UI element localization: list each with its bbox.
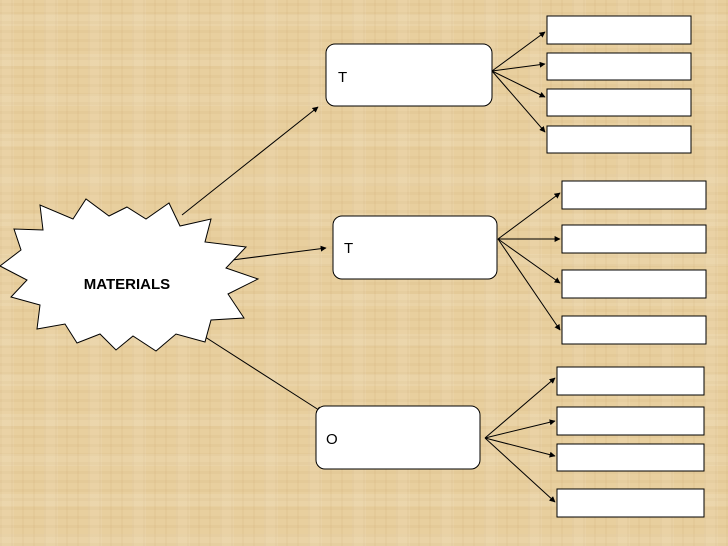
connector-branch-3-leaf-1 xyxy=(484,377,556,439)
leaf-box-3-2 xyxy=(556,406,705,436)
branch-label-1: T xyxy=(338,69,347,86)
branch-node-3: O xyxy=(315,405,481,470)
leaf-box-1-4 xyxy=(546,125,692,154)
connector-branch-1-leaf-1 xyxy=(491,31,546,72)
leaf-box-1-1 xyxy=(546,15,692,45)
center-connectors xyxy=(181,106,327,413)
connector-branch-3-leaf-4 xyxy=(484,437,556,503)
connector-branch-3-leaf-3 xyxy=(484,437,556,458)
leaf-box-1-2 xyxy=(546,52,692,81)
connector-branch-2-leaf-3 xyxy=(497,238,561,284)
leaf-group-2 xyxy=(561,180,707,345)
connector-center-to-branch-1 xyxy=(181,106,319,216)
connector-branch-1-leaf-3 xyxy=(491,70,546,98)
leaf-box-2-4 xyxy=(561,315,707,345)
leaf-box-1-3 xyxy=(546,88,692,117)
branch-label-2: T xyxy=(344,240,353,257)
leaf-box-2-2 xyxy=(561,224,707,254)
connector-center-to-branch-3 xyxy=(187,325,323,413)
connector-branch-2-leaf-4 xyxy=(497,238,561,331)
branch-node-2: T xyxy=(332,215,498,280)
branch-node-1: T xyxy=(325,43,493,107)
leaf-box-3-3 xyxy=(556,443,705,472)
branch-box-1 xyxy=(325,43,493,107)
connector-branch-1-leaf-4 xyxy=(491,70,546,133)
branch-label-3: O xyxy=(326,431,338,448)
leaf-box-3-1 xyxy=(556,366,705,396)
connector-branch-3-leaf-2 xyxy=(484,419,556,439)
branch-box-3 xyxy=(315,405,481,470)
connector-center-to-branch-2 xyxy=(231,245,327,261)
leaf-box-2-3 xyxy=(561,269,707,299)
leaf-box-3-4 xyxy=(556,488,705,518)
connector-branch-1-leaf-2 xyxy=(491,61,546,72)
center-node: MATERIALS xyxy=(0,198,260,352)
leaf-group-3 xyxy=(556,366,705,518)
branch-box-2 xyxy=(332,215,498,280)
connector-branch-2-leaf-1 xyxy=(497,192,561,240)
leaf-box-2-1 xyxy=(561,180,707,210)
leaf-group-1 xyxy=(546,15,692,154)
leaf-connectors xyxy=(484,31,561,503)
center-node-label: MATERIALS xyxy=(84,276,170,293)
center-starburst-shape xyxy=(0,198,260,352)
